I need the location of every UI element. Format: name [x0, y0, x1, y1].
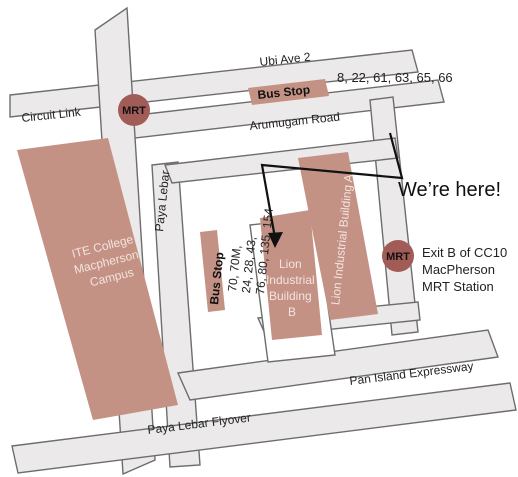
- bus-stop-top: Bus Stop 8, 22, 61, 63, 65, 66: [248, 70, 453, 105]
- building-lion-a: [298, 152, 378, 320]
- road-pan-island-expressway: [176, 329, 499, 401]
- lion-b-line-3: Building: [269, 289, 312, 303]
- bus-stop-top-services: 8, 22, 61, 63, 65, 66: [337, 70, 453, 85]
- lion-b-line-1: Lion: [279, 257, 302, 271]
- bus-stop-left-badge: [200, 230, 225, 312]
- buildings: [17, 138, 378, 420]
- location-marker: We’re here!: [260, 132, 501, 248]
- bus-stop-top-badge: [248, 79, 329, 105]
- marker-arrow-line: [260, 132, 404, 239]
- mrt-station-line-3: MRT Station: [422, 279, 494, 294]
- bus-stop-left: Bus Stop 70, 70M, 24, 28, 43, 76, 80, 13…: [200, 207, 276, 312]
- bus-stop-left-label: Bus Stop: [207, 251, 226, 305]
- road-east-loop: [369, 96, 419, 336]
- we-are-here-label: We’re here!: [398, 179, 501, 201]
- road-paya-lebar-flyover: [11, 382, 517, 474]
- paya-lebar-label: Paya Lebar: [152, 170, 172, 233]
- mrt-circuit-link-label: MRT: [122, 105, 146, 117]
- ubi-ave-2-label: Ubi Ave 2: [259, 50, 312, 69]
- mrt-station-line-1: Exit B of CC10: [422, 245, 507, 260]
- lion-b-line-2: Industrial: [266, 273, 315, 287]
- mrt-icon: [118, 94, 150, 126]
- building-ite-college: [17, 138, 178, 420]
- road-inner-loop: [164, 137, 399, 184]
- mrt-macpherson: MRT: [382, 240, 414, 272]
- lion-b-label: Lion Industrial Building B: [266, 257, 318, 319]
- mrt-station-info: Exit B of CC10 MacPherson MRT Station: [422, 245, 511, 294]
- bus-stop-top-label: Bus Stop: [257, 83, 311, 102]
- mrt-station-line-2: MacPherson: [422, 262, 495, 277]
- mrt-macpherson-label: MRT: [386, 251, 410, 263]
- bus-stop-left-line-2: 24, 28, 43,: [239, 236, 259, 294]
- lion-b-line-4: B: [288, 305, 296, 319]
- circuit-link-label: Circuit Link: [21, 105, 82, 125]
- mrt-icon: [382, 240, 414, 272]
- bus-stop-left-line-1: 70, 70M,: [225, 244, 244, 292]
- mrt-circuit-link: MRT: [118, 94, 150, 126]
- arrow-head-icon: [268, 232, 283, 248]
